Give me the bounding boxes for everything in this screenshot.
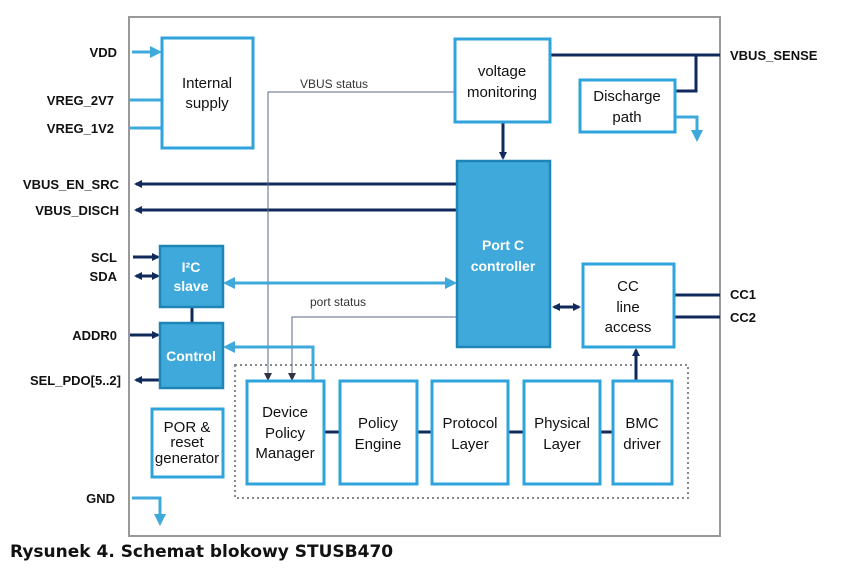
svg-text:Layer: Layer <box>543 436 581 453</box>
svg-text:I²C: I²C <box>182 259 201 275</box>
svg-text:Port C: Port C <box>482 237 524 253</box>
pd-stack-group <box>234 364 689 499</box>
pin-sel-pdo: SEL_PDO[5..2] <box>30 373 121 388</box>
pin-sda: SDA <box>90 269 118 284</box>
block-por-reset-generator: POR & reset generator <box>150 407 225 479</box>
svg-text:Layer: Layer <box>451 436 489 453</box>
svg-text:CC: CC <box>617 278 639 295</box>
block-voltage-monitoring: voltage monitoring <box>453 37 552 124</box>
svg-text:voltage: voltage <box>478 63 526 80</box>
block-port-c-controller: Port C controller <box>455 159 552 349</box>
svg-text:Policy: Policy <box>358 415 399 432</box>
svg-text:Device: Device <box>262 404 308 421</box>
port-status-label: port status <box>310 295 366 309</box>
block-protocol-layer: Protocol Layer <box>430 379 510 486</box>
svg-text:monitoring: monitoring <box>467 84 537 101</box>
pin-gnd: GND <box>86 491 115 506</box>
pin-vbus-disch: VBUS_DISCH <box>35 203 119 218</box>
block-cc-line-access: CC line access <box>581 262 676 349</box>
pin-addr0: ADDR0 <box>72 328 117 343</box>
svg-text:slave: slave <box>173 278 208 294</box>
block-device-policy-manager: Device Policy Manager <box>245 379 326 486</box>
svg-text:access: access <box>605 319 652 336</box>
svg-text:Protocol: Protocol <box>442 415 497 432</box>
pin-vreg-2v7: VREG_2V7 <box>47 93 114 108</box>
svg-text:Engine: Engine <box>355 436 402 453</box>
svg-text:Policy: Policy <box>265 425 306 442</box>
block-physical-layer: Physical Layer <box>522 379 602 486</box>
svg-text:generator: generator <box>155 450 219 467</box>
svg-text:controller: controller <box>471 258 536 274</box>
svg-text:POR &: POR & <box>164 419 211 436</box>
pin-cc2: CC2 <box>730 310 756 325</box>
svg-text:line: line <box>616 299 639 316</box>
vbus-status-label: VBUS status <box>300 77 368 91</box>
svg-text:BMC: BMC <box>625 415 659 432</box>
block-internal-supply: Internal supply <box>160 36 255 150</box>
block-i2c-slave: I²C slave <box>158 244 225 309</box>
block-bmc-driver: BMC driver <box>611 379 674 486</box>
svg-text:Manager: Manager <box>255 445 314 462</box>
figure-caption: Rysunek 4. Schemat blokowy STUSB470 <box>10 542 393 562</box>
svg-text:Control: Control <box>166 348 216 364</box>
pin-cc1: CC1 <box>730 287 756 302</box>
pin-vreg-1v2: VREG_1V2 <box>47 121 114 136</box>
block-control: Control <box>158 321 225 390</box>
svg-text:path: path <box>612 109 641 126</box>
pin-scl: SCL <box>91 250 117 265</box>
svg-text:Internal: Internal <box>182 75 232 92</box>
svg-text:driver: driver <box>623 436 661 453</box>
pin-vdd: VDD <box>90 45 117 60</box>
svg-text:supply: supply <box>185 95 229 112</box>
block-policy-engine: Policy Engine <box>338 379 419 486</box>
left-pins: VDD VREG_2V7 VREG_1V2 VBUS_EN_SRC VBUS_D… <box>23 45 121 506</box>
svg-text:Physical: Physical <box>534 415 590 432</box>
pin-vbus-sense: VBUS_SENSE <box>730 48 818 63</box>
connections <box>130 46 720 526</box>
block-discharge-path: Discharge path <box>578 78 677 134</box>
pin-vbus-en-src: VBUS_EN_SRC <box>23 177 120 192</box>
svg-text:Discharge: Discharge <box>593 88 661 105</box>
svg-text:reset: reset <box>170 434 204 451</box>
